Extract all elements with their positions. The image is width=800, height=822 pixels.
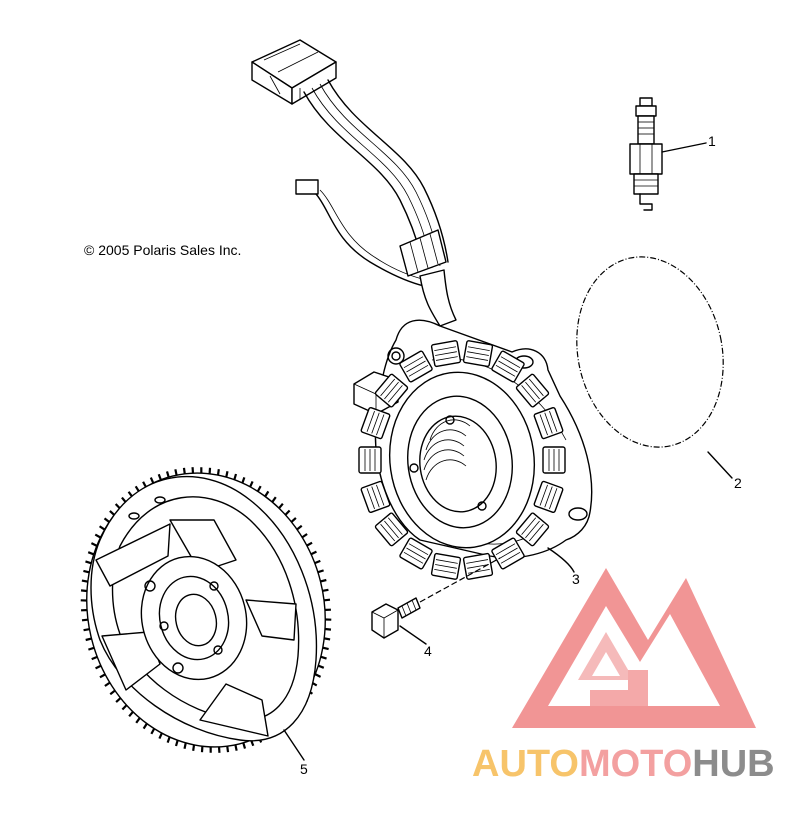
bolt-icon [371,597,421,639]
leader-line-5 [283,729,305,761]
leader-line-4 [399,625,427,645]
callout-1: 1 [708,133,716,149]
watermark-auto: AUTO [472,743,579,785]
spark-plug-icon [629,97,663,211]
bolt-alignment-line [419,557,501,603]
watermark-hub: HUB [692,743,774,785]
leader-line-1 [661,142,707,153]
watermark-text: AUTOMOTOHUB [472,743,775,785]
watermark-logo-icon [512,568,756,728]
callout-4: 4 [424,643,432,659]
leader-line-2 [707,451,733,479]
gasket-icon [576,256,724,448]
copyright-text: © 2005 Polaris Sales Inc. [84,242,241,258]
callout-3: 3 [572,571,580,587]
stator-icon [251,39,593,580]
watermark-moto: MOTO [579,743,692,785]
leader-line-3 [547,547,575,573]
callout-2: 2 [734,475,742,491]
flywheel-icon [80,467,332,753]
wire-connector-icon [251,39,337,105]
callout-5: 5 [300,761,308,777]
small-connector-icon [295,179,319,195]
